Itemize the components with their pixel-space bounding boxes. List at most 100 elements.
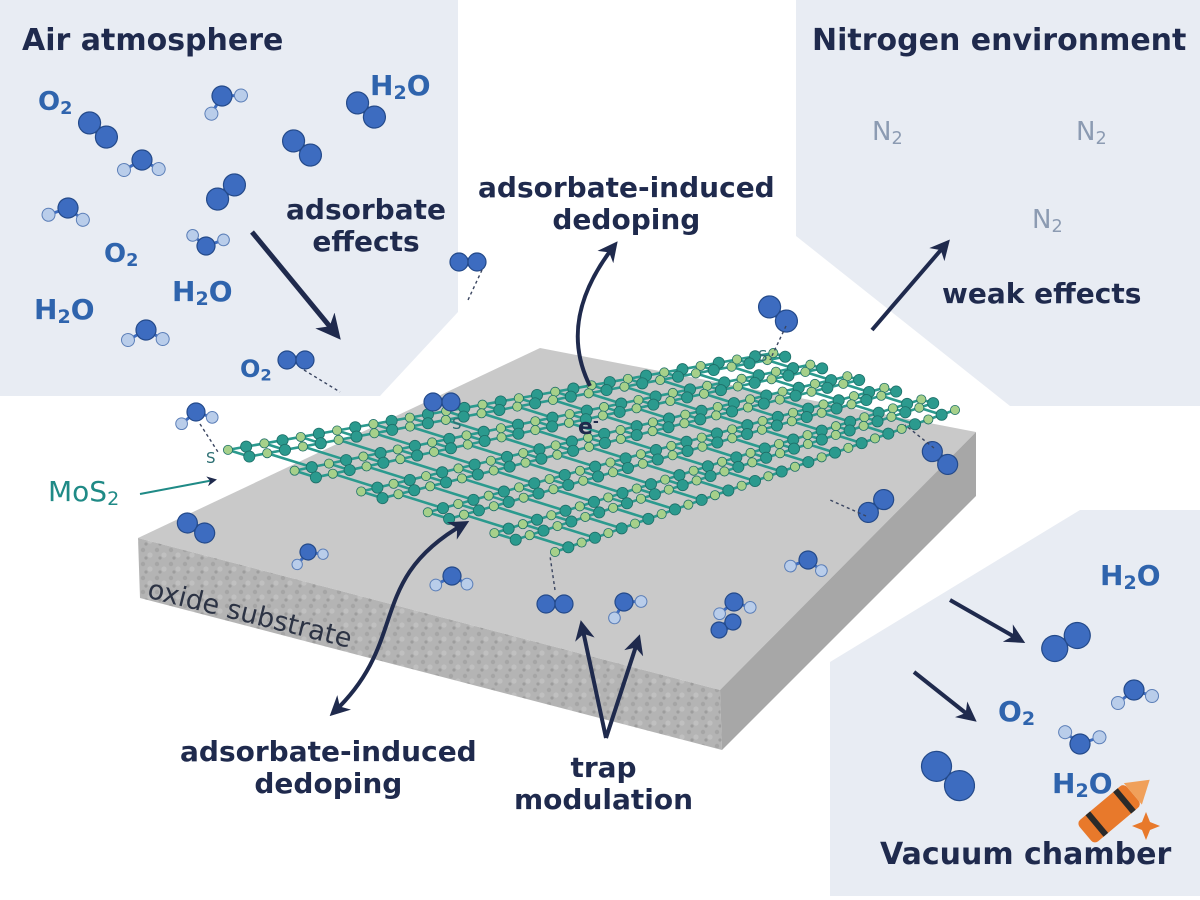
adsorption-bond <box>769 325 787 361</box>
molybdenum-atom <box>621 497 634 510</box>
sulfur-atom <box>427 437 438 448</box>
molybdenum-atom <box>860 394 873 407</box>
h2o-label: H2O <box>172 275 233 311</box>
h2o-molecule <box>204 85 248 121</box>
molybdenum-atom <box>644 478 657 491</box>
sparkle-icon <box>1132 812 1160 840</box>
molybdenum-atom <box>305 461 318 474</box>
lattice-bond <box>332 472 378 489</box>
sulfur-atom <box>802 439 813 450</box>
molybdenum-atom <box>748 376 761 389</box>
sulfur-atom <box>546 510 557 521</box>
h2o-molecule <box>186 229 230 256</box>
lattice-bond <box>582 479 623 495</box>
arrow-vacuum-o2 <box>912 670 977 722</box>
h2o-molecule <box>1058 725 1107 755</box>
weak-effects-label: weak effects <box>942 277 1142 310</box>
sulfur-atom <box>663 484 674 495</box>
sulfur-atom <box>667 450 678 461</box>
molybdenum-atom <box>630 429 643 442</box>
sulfur-atom <box>421 471 432 482</box>
molybdenum-atom <box>909 418 922 431</box>
n2-label-symbol: N <box>872 117 892 147</box>
molybdenum-atom <box>503 460 516 473</box>
h2o-molecule <box>784 550 828 577</box>
lattice-bond <box>534 428 573 443</box>
molybdenum-atom <box>681 391 694 404</box>
o2-label-sub: 2 <box>1021 708 1036 731</box>
lattice-bond <box>398 492 444 510</box>
sulfur-atom <box>333 434 344 445</box>
sulfur-atom <box>680 409 691 420</box>
mos2-label-sub: 2 <box>107 488 120 511</box>
molybdenum-atom <box>871 415 884 428</box>
sulfur-atom <box>843 442 854 453</box>
molybdenum-atom <box>681 444 694 457</box>
molybdenum-atom <box>467 493 480 506</box>
molybdenum-atom <box>829 446 842 459</box>
molybdenum-atom <box>243 450 256 463</box>
molybdenum-atom <box>478 435 491 448</box>
sulfur-atom <box>805 359 816 370</box>
sulfur-atom <box>552 521 563 532</box>
sulfur-atom <box>745 394 756 405</box>
molybdenum-atom <box>562 478 575 491</box>
lattice-bond <box>525 461 566 477</box>
sulfur-atom <box>637 458 648 469</box>
h2o-molecule <box>713 592 757 621</box>
sulfur-atom <box>327 468 338 479</box>
molybdenum-atom <box>440 476 453 489</box>
sulfur-atom <box>456 473 467 484</box>
h2o-label: H2O <box>1100 559 1161 595</box>
adsorbate-effects-label: adsorbate effects <box>286 193 446 259</box>
sulfur-atom <box>732 381 743 392</box>
o2-label-symbol: O <box>240 355 261 383</box>
h2o-label-sub: 2 <box>1123 572 1137 595</box>
sulfur-atom <box>520 457 531 468</box>
molybdenum-atom <box>651 453 664 466</box>
adsorption-bond <box>829 499 867 517</box>
molybdenum-atom <box>927 397 940 410</box>
dedoping-top-label: adsorbate-induced dedoping <box>478 171 775 237</box>
vacuum-panel-title: Vacuum chamber <box>880 837 1172 872</box>
molybdenum-atom <box>546 420 559 433</box>
molybdenum-atom <box>704 469 717 482</box>
molybdenum-atom <box>855 437 868 450</box>
lattice-bond <box>445 418 485 434</box>
molybdenum-atom <box>853 373 866 386</box>
n2-label-symbol: N <box>1032 205 1052 235</box>
molybdenum-atom <box>636 377 649 390</box>
sulfur-atom <box>775 448 786 459</box>
molybdenum-atom <box>600 384 613 397</box>
lattice-bond <box>584 515 623 530</box>
sulfur-atom <box>488 465 499 476</box>
sulfur-atom <box>800 366 811 377</box>
arrow-trap-right <box>604 634 644 739</box>
sulfur-atom <box>483 490 494 501</box>
sulfur-atom <box>564 409 575 420</box>
molybdenum-atom <box>386 423 399 436</box>
sulfur-atom <box>489 528 500 539</box>
sulfur-atom <box>395 454 406 465</box>
molybdenum-atom <box>726 405 739 418</box>
sulfur-atom <box>550 440 561 451</box>
sulfur-atom <box>774 394 785 405</box>
mos2-label: MoS2 <box>48 475 120 511</box>
sulfur-atom <box>580 511 591 522</box>
h2o-molecule <box>116 149 166 178</box>
molybdenum-atom <box>340 454 353 467</box>
molybdenum-atom <box>676 479 689 492</box>
sulfur-atom <box>842 371 853 382</box>
molybdenum-atom <box>314 437 327 450</box>
lattice-bond <box>516 405 553 419</box>
molybdenum-atom <box>502 495 515 508</box>
molybdenum-atom <box>899 406 912 419</box>
trap-modulation-label: trap modulation <box>514 751 694 817</box>
sulfur-atom <box>731 354 742 365</box>
h2o-label-o: O <box>70 293 95 326</box>
molybdenum-atom <box>502 522 515 535</box>
molybdenum-atom <box>782 369 795 382</box>
sulfur-atom <box>742 402 753 413</box>
lattice-bond <box>463 513 510 530</box>
sulfur-atom <box>950 404 961 415</box>
